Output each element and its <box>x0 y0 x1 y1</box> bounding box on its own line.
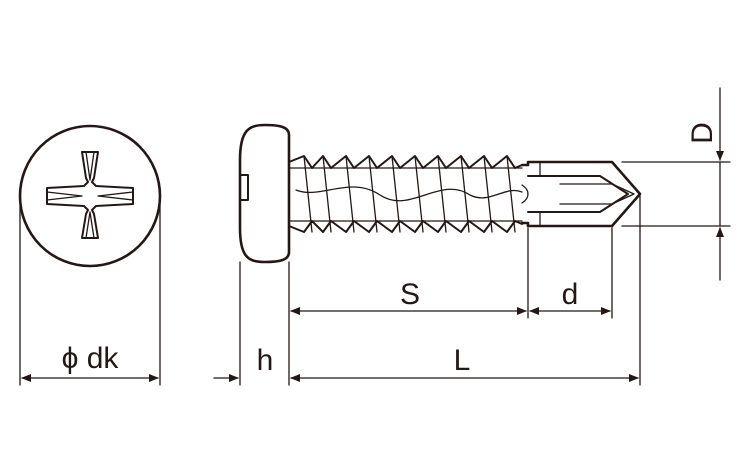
head-top-view: ϕ dk <box>18 124 162 386</box>
screw-side-view: h L S d D <box>213 87 731 386</box>
screw-head <box>238 123 291 264</box>
drill-length-label: d <box>562 278 579 311</box>
phillips-recess-icon <box>46 151 134 239</box>
drill-diameter-label: D <box>686 122 719 144</box>
length-label: L <box>454 344 471 377</box>
head-outline <box>18 124 162 268</box>
head-height-label: h <box>257 344 274 377</box>
thread-section <box>288 155 523 233</box>
drill-point <box>520 160 642 228</box>
thread-length-label: S <box>400 278 420 311</box>
head-diameter-label: ϕ dk <box>62 342 120 375</box>
